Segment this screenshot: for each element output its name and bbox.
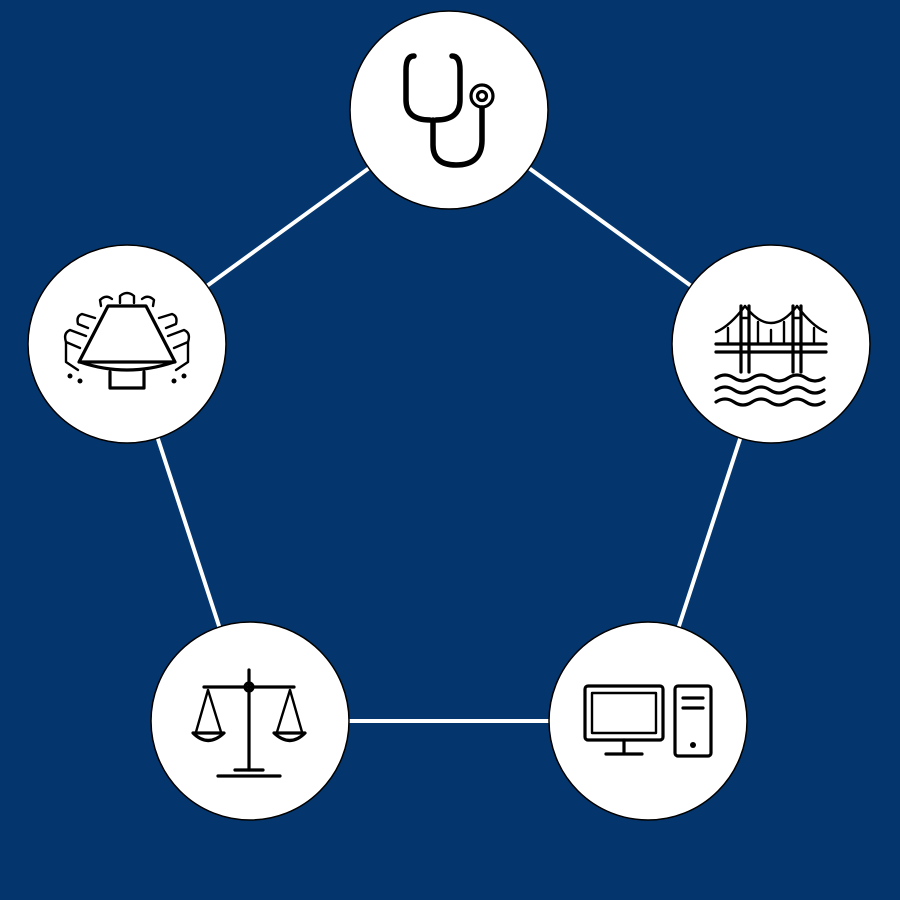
node-top	[349, 10, 549, 210]
conference-table-icon	[63, 291, 191, 390]
suspension-bridge-icon	[714, 304, 828, 407]
node-lower-right-circle	[548, 621, 748, 821]
node-lower-right	[548, 621, 748, 821]
node-top-circle	[349, 10, 549, 210]
node-upper-left	[27, 244, 227, 444]
node-upper-right	[671, 244, 871, 444]
desktop-computer-icon	[583, 684, 713, 758]
scales-of-justice-icon	[191, 668, 307, 778]
node-lower-left	[150, 621, 350, 821]
stethoscope-icon	[403, 53, 495, 168]
node-upper-left-circle	[27, 244, 227, 444]
